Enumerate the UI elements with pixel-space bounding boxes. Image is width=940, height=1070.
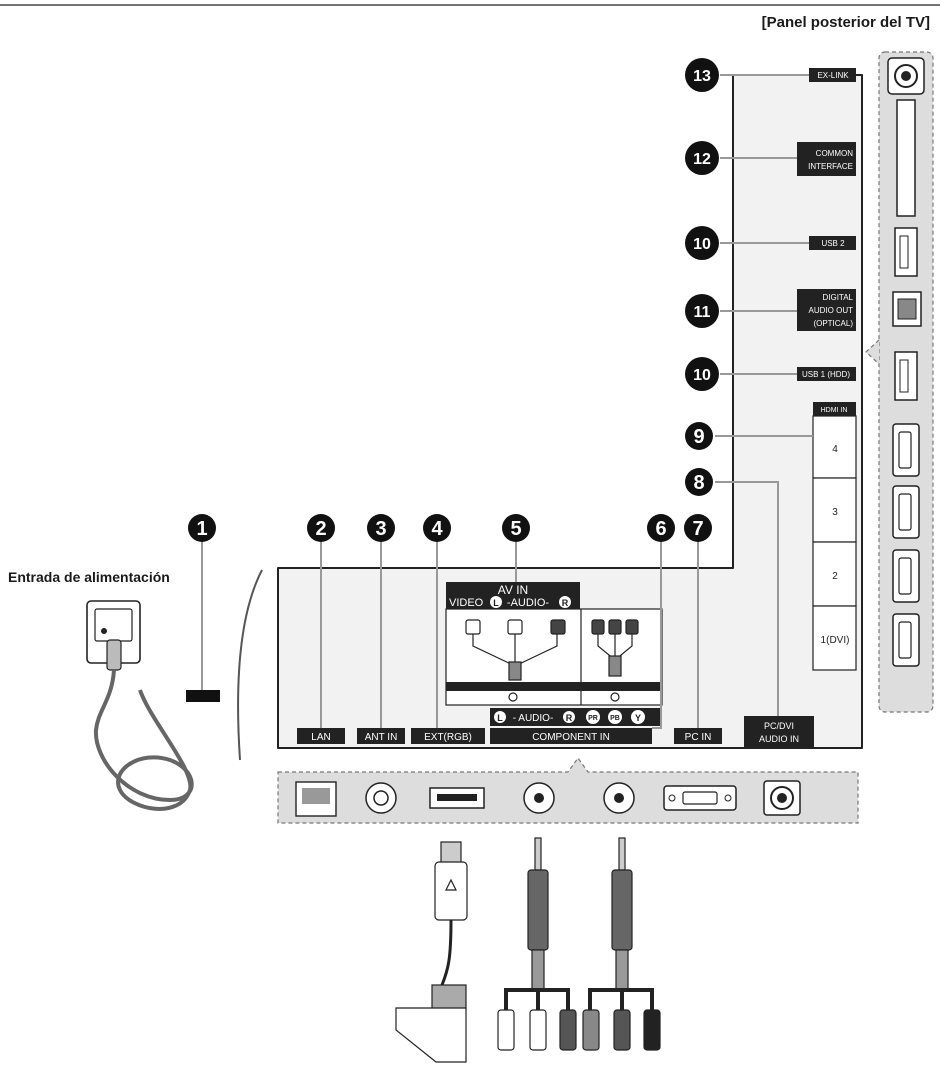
callout-number: 4 [431,518,443,540]
callout-badge [685,422,713,450]
power-input-label: Entrada de alimentación [8,569,170,585]
component-cable [582,837,661,1051]
component-in-label: COMPONENT IN [532,732,610,743]
hdmi-in-label: HDMI IN [821,407,848,414]
side-label-bars [797,68,856,416]
callout-number: 5 [510,518,521,540]
callout-badge [685,141,719,175]
common-interface-label-1: COMMON [816,149,854,158]
hdmi-port-2: 2 [832,571,838,582]
hdmi-port-3: 3 [832,507,838,518]
hdmi-port-boxes [812,415,857,671]
callout-ant-in: 3 [367,514,395,542]
callout-badge [188,514,216,542]
callout-number: 10 [693,236,711,253]
comp-audio-r: R [566,713,573,723]
callout-badge [647,514,675,542]
callout-number: 7 [692,518,703,540]
pc-in-label: PC IN [685,732,712,743]
power-cord [86,600,194,811]
callout-number: 3 [375,518,386,540]
callout-ex-link: 13 [685,58,719,92]
power-bracket [237,569,263,761]
callout-number: 2 [315,518,326,540]
callout-badge [685,468,713,496]
callout-pc-in: 7 [684,514,712,542]
callout-common-interface: 12 [685,141,719,175]
audio-in-label: AUDIO IN [759,734,799,744]
callout-badge [684,514,712,542]
av-audio-label: -AUDIO- [507,597,550,609]
scart-cable [395,841,468,1063]
common-interface-label-2: INTERFACE [808,162,853,171]
callout-number: 11 [694,304,711,321]
comp-audio-label: - AUDIO- [513,713,554,724]
callout-lan: 2 [307,514,335,542]
hdmi-port-4: 4 [832,444,838,455]
ext-rgb-label: EXT(RGB) [424,732,472,743]
digital-audio-label-1: DIGITAL [822,293,853,302]
pc-dvi-label: PC/DVI [764,721,794,731]
callout-number: 1 [196,518,207,540]
av-audio-l: L [493,598,499,608]
callout-pc-dvi-audio-in: 8 [685,468,713,496]
digital-audio-label-3: (OPTICAL) [813,319,853,328]
comp-pb-label: PB [610,715,620,722]
callout-number: 12 [693,151,711,168]
callout-hdmi-in: 9 [685,422,713,450]
av-video-label: VIDEO [449,597,484,609]
ant-in-label: ANT IN [365,732,398,743]
ex-link-label: EX-LINK [817,71,849,80]
av-cable [497,837,577,1051]
callout-badge [685,58,719,92]
bottom-label-bars [297,716,814,748]
leader-lines [201,74,813,729]
callout-badge [423,514,451,542]
callout-usb-2: 10 [685,226,719,260]
callout-number: 9 [693,426,704,448]
tv-panel-outline [277,74,863,749]
callout-badge [685,294,719,328]
callout-number: 10 [693,367,711,384]
callout-badge [685,226,719,260]
callout-badge [502,514,530,542]
side-port-column [865,51,934,713]
hdmi-port-1-dvi: 1(DVI) [821,635,850,646]
callout-number: 6 [655,518,666,540]
callout-av-in: 5 [502,514,530,542]
usb1-label: USB 1 (HDD) [802,370,850,379]
callout-ext-rgb: 4 [423,514,451,542]
callout-badge [307,514,335,542]
callout-number: 13 [693,68,711,85]
usb2-label: USB 2 [821,239,845,248]
bottom-port-row [277,756,859,824]
comp-pr-label: PR [588,715,598,722]
callout-badge [367,514,395,542]
lan-label: LAN [311,732,330,743]
power-connector [186,690,220,702]
callout-power: 1 [188,514,216,542]
av-in-title: AV IN [498,583,528,597]
callout-component-in: 6 [647,514,675,542]
panel-title: [Panel posterior del TV] [761,14,930,31]
av-plug-symbols [465,619,639,702]
callout-usb-1-hdd: 10 [685,357,719,391]
comp-audio-l: L [497,713,503,723]
callout-digital-audio-out: 11 [685,294,719,328]
callout-badge [685,357,719,391]
callout-number: 8 [693,472,704,494]
comp-y-label: Y [635,713,641,723]
av-audio-r: R [562,598,569,608]
digital-audio-label-2: AUDIO OUT [809,306,854,315]
